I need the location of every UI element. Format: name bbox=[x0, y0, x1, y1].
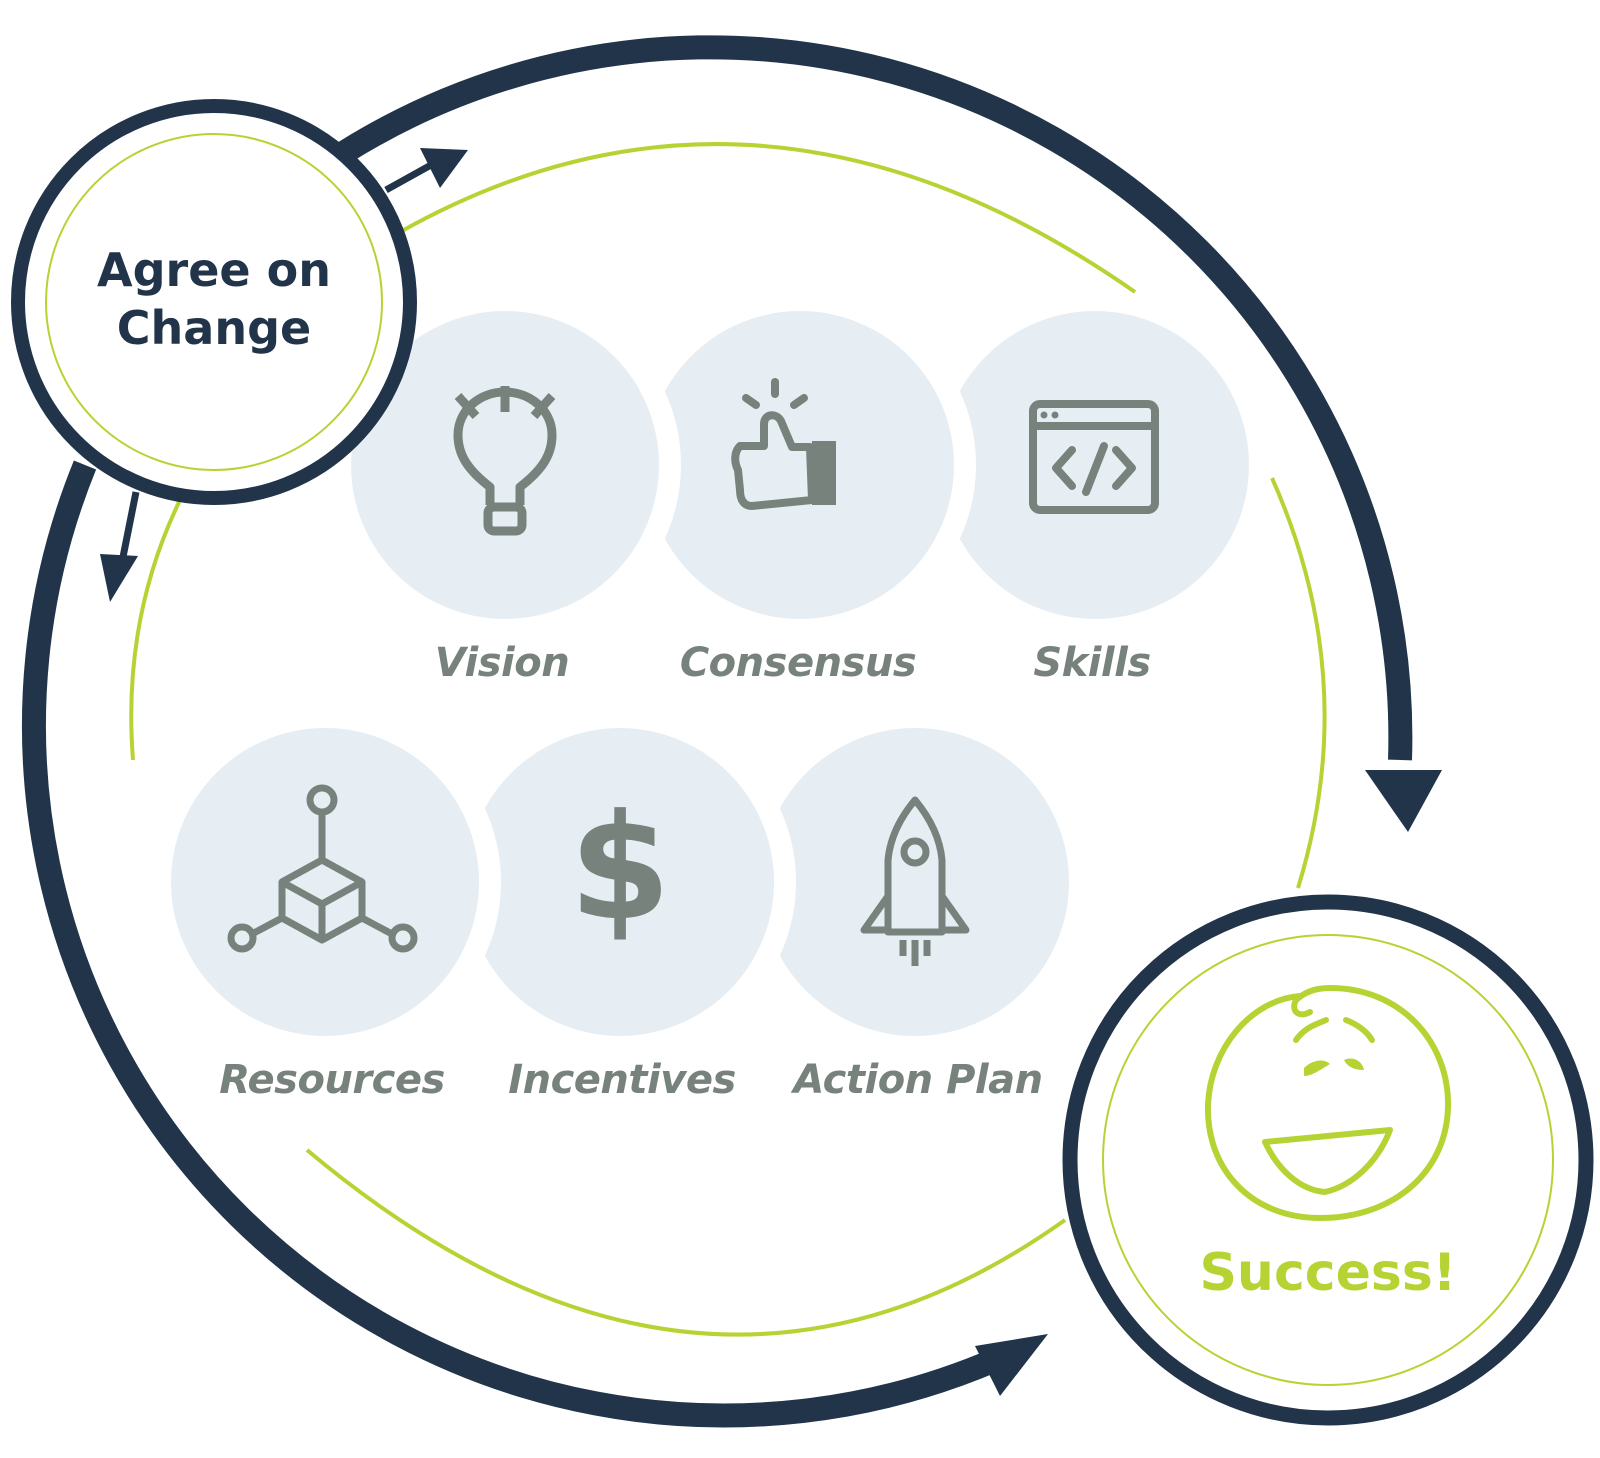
bubble-vision bbox=[329, 289, 681, 641]
end-node-ring bbox=[1062, 894, 1594, 1426]
bubble-resources bbox=[149, 706, 501, 1058]
start-node-ring bbox=[11, 99, 417, 505]
lightbulb-icon bbox=[453, 386, 557, 536]
smiley-left-eye-icon bbox=[1304, 1060, 1330, 1076]
factor-label-action-plan: Action Plan bbox=[790, 1057, 1042, 1103]
arrow-out-left-head-icon bbox=[100, 554, 138, 602]
rocket-icon bbox=[860, 796, 970, 966]
dollar-icon: $ bbox=[569, 783, 671, 953]
outer-cycle-arcs bbox=[21, 35, 1413, 1428]
arrow-out-left bbox=[118, 491, 140, 563]
end-node-label: Success! bbox=[1199, 1243, 1456, 1303]
smiley-face-icon bbox=[1204, 985, 1452, 1221]
bubble-consensus bbox=[624, 289, 976, 641]
smiley-right-eye-icon bbox=[1344, 1058, 1364, 1070]
start-node-label-line1: Agree on bbox=[97, 243, 331, 297]
network-cube-icon bbox=[227, 784, 418, 953]
factor-label-resources: Resources bbox=[219, 1057, 445, 1103]
end-node: Success! bbox=[1062, 894, 1594, 1426]
start-node-label-line2: Change bbox=[117, 301, 311, 355]
factor-labels: Vision Consensus Skills Resources Incent… bbox=[219, 640, 1151, 1103]
outer-arc-bottom bbox=[21, 460, 1000, 1428]
arrow-out-top-head-icon bbox=[420, 148, 468, 188]
bubble-action-plan bbox=[739, 706, 1091, 1058]
end-node-inner-ring bbox=[1102, 934, 1554, 1386]
green-arc-right bbox=[1270, 477, 1327, 889]
arrowhead-right-icon bbox=[1365, 770, 1442, 832]
outer-cycle-arrowheads bbox=[975, 770, 1442, 1396]
thumbs-up-icon bbox=[731, 378, 836, 510]
green-arc-top bbox=[399, 142, 1137, 294]
factor-label-skills: Skills bbox=[1033, 640, 1150, 686]
factor-label-consensus: Consensus bbox=[680, 640, 916, 686]
factor-label-vision: Vision bbox=[435, 640, 569, 686]
green-arc-bottom bbox=[305, 1148, 1067, 1337]
arrowhead-bottom-icon bbox=[975, 1334, 1048, 1396]
outer-arc-top bbox=[338, 35, 1413, 761]
factor-label-incentives: Incentives bbox=[508, 1057, 736, 1103]
green-arc-left bbox=[129, 499, 182, 761]
factor-bubbles bbox=[149, 289, 1271, 1058]
start-node-inner-ring bbox=[45, 133, 383, 471]
inner-green-ring bbox=[129, 142, 1327, 1337]
start-node: Agree on Change bbox=[11, 99, 417, 505]
code-window-icon bbox=[1029, 400, 1159, 514]
svg-text:$: $ bbox=[569, 783, 671, 953]
